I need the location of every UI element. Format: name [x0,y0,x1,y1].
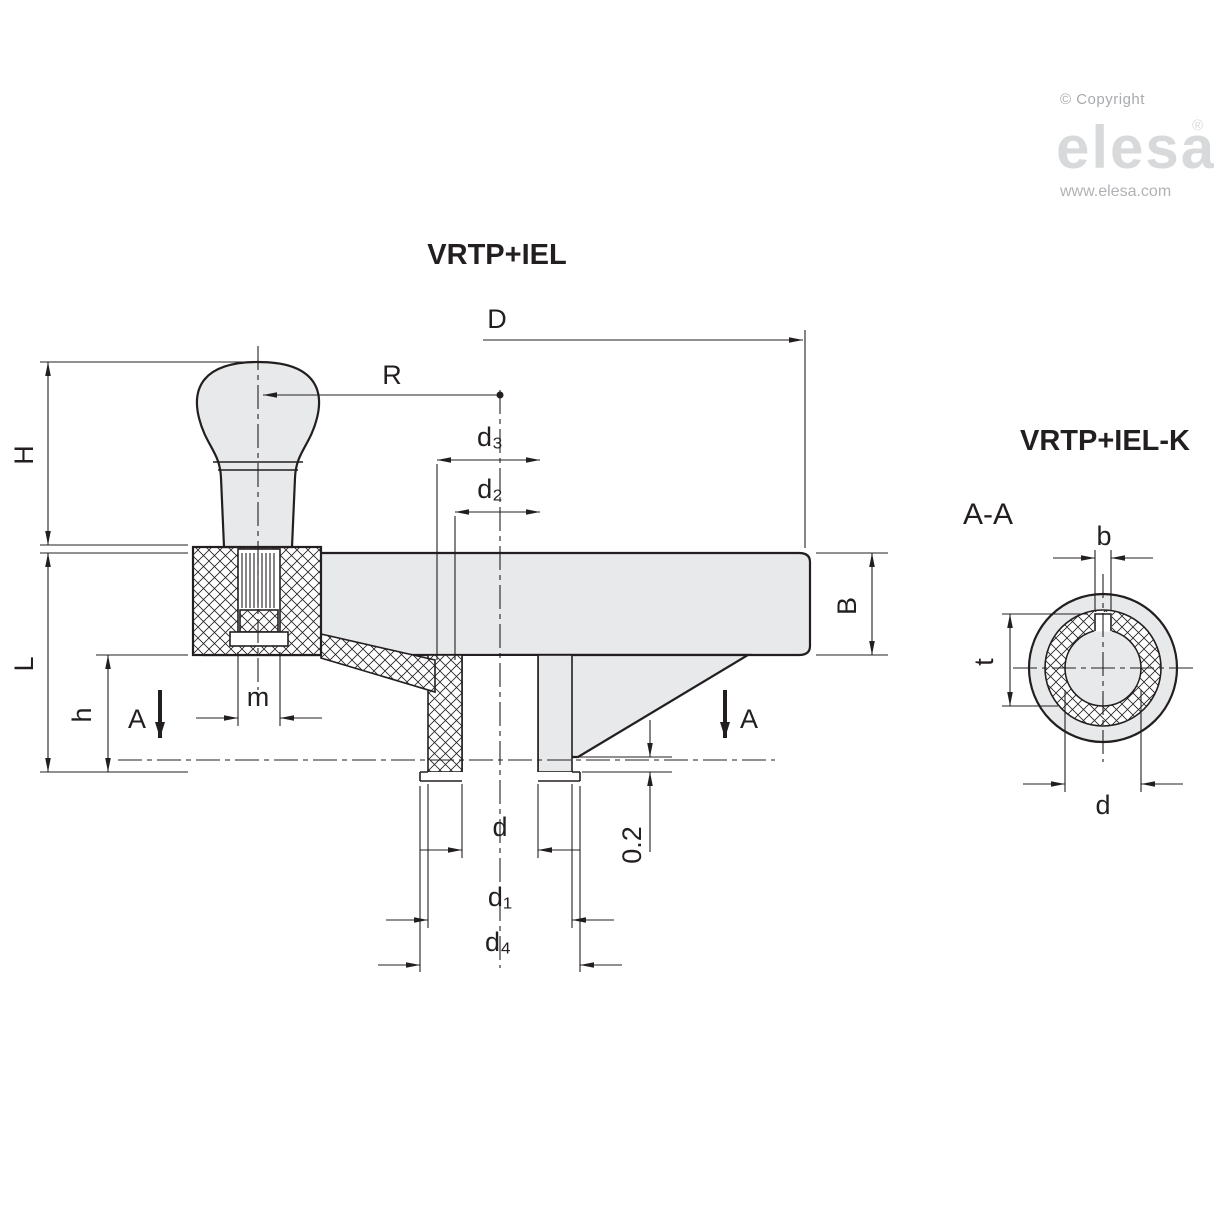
dim-gap-02: 0.2 [578,720,672,864]
hub-hatched-ring [1045,610,1161,726]
insert-washer [229,631,289,647]
dim-B-label: B [832,597,862,615]
copyright-text: © Copyright [1060,91,1145,108]
dim-gap-label: 0.2 [617,826,647,864]
brand-logo: elesa [1056,114,1214,181]
dim-t: t [969,613,1088,707]
dim-R: R [263,360,504,399]
section-view-label: A-A [963,498,1013,531]
threaded-insert [229,548,289,647]
dim-D: D [483,304,806,548]
dim-H-label: H [9,445,39,465]
registered-mark-icon: ® [1192,117,1203,134]
radius-center-dot [496,391,504,399]
dim-d-section: d [1023,690,1183,820]
dim-m: m [196,652,322,726]
website-text: www.elesa.com [1059,183,1171,200]
dim-H: H [9,361,248,546]
dim-m-label: m [247,682,270,712]
dim-d2: d₂ [454,474,540,660]
dim-d: d [420,784,580,858]
dim-d3-label: d₃ [477,422,503,452]
dim-L-label: L [9,656,39,671]
dim-h-label: h [67,707,97,722]
dim-b: b [1053,521,1153,610]
dim-d3: d₃ [436,422,540,660]
main-view: VRTP+IEL [9,239,888,972]
dim-B: B [816,552,888,656]
dim-t-label: t [969,658,999,666]
dim-d1-label: d₁ [488,882,512,912]
dim-d1: d₁ [386,784,614,928]
hub-right-wall [537,654,573,773]
section-label-left: A [128,704,146,734]
section-view-title: VRTP+IEL-K [1020,425,1190,457]
section-arrow-right: A [720,690,758,738]
brand-block: © Copyright elesa ® www.elesa.com [1056,91,1214,200]
dim-D-label: D [487,304,507,334]
main-view-title: VRTP+IEL [427,239,566,271]
dim-b-label: b [1096,521,1111,551]
section-label-right: A [740,704,758,734]
dim-d-section-label: d [1095,790,1110,820]
dim-d2-label: d₂ [477,474,503,504]
section-arrow-left: A [128,690,165,738]
dim-d4: d₄ [378,786,622,972]
dim-d4-label: d₄ [485,927,511,957]
dim-R-label: R [382,360,402,390]
section-view: VRTP+IEL-K A-A b t [963,425,1193,820]
dim-h: h [67,654,188,772]
dim-L: L [9,552,188,773]
hub-flange [419,771,581,782]
dim-d-label: d [492,812,507,842]
